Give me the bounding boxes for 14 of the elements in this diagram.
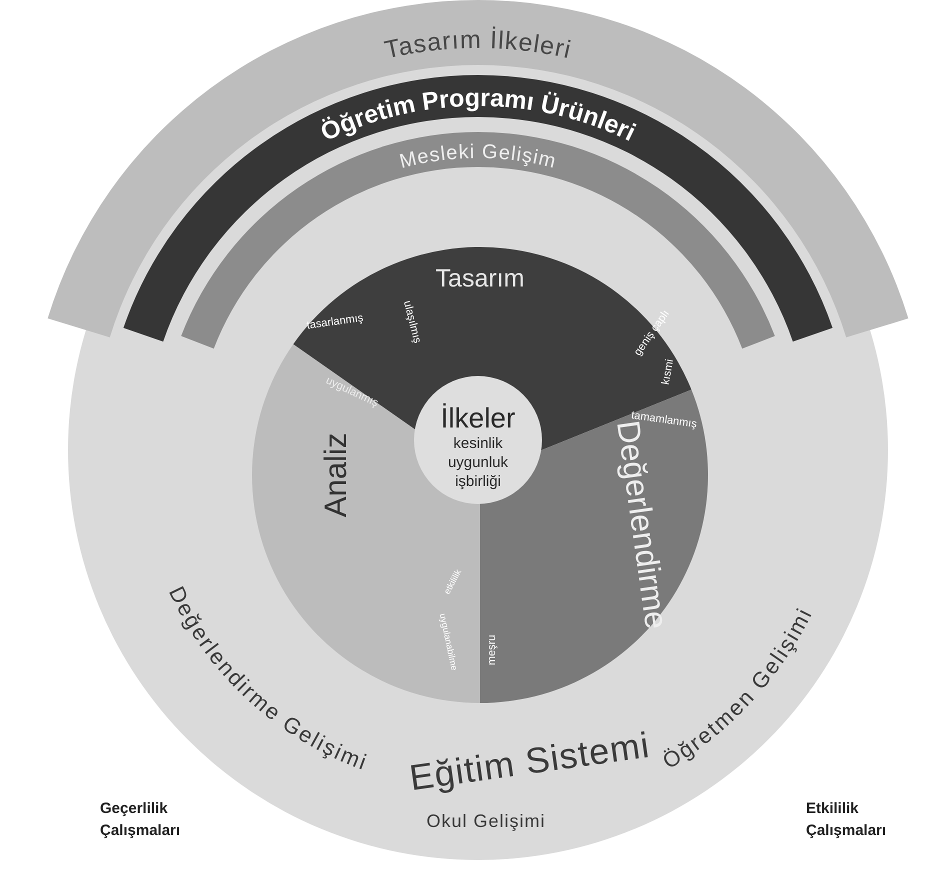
ring-label: Okul Gelişimi (426, 810, 546, 831)
sector-title: Tasarım (436, 264, 524, 293)
segment-label: ulaşılmış (401, 299, 424, 344)
segment-label: tasarlanmış (306, 312, 364, 332)
circle-body: kesinlik uygunluk işbirliği (448, 435, 508, 490)
study-label: Geçerlilik Çalışmaları (100, 799, 182, 841)
study-label: Etkililik Çalışmaları (806, 799, 888, 841)
segment-label: meşru (486, 634, 498, 666)
band-label: Mesleki Gelişim (397, 140, 559, 173)
sector-title: Analiz (318, 432, 354, 518)
disk-title: Eğitim Sistemi (406, 724, 652, 798)
band-label: Tasarım İlkeleri (382, 26, 574, 64)
circle-title: İlkeler (440, 402, 516, 434)
segment-label: kısmi (660, 358, 676, 386)
